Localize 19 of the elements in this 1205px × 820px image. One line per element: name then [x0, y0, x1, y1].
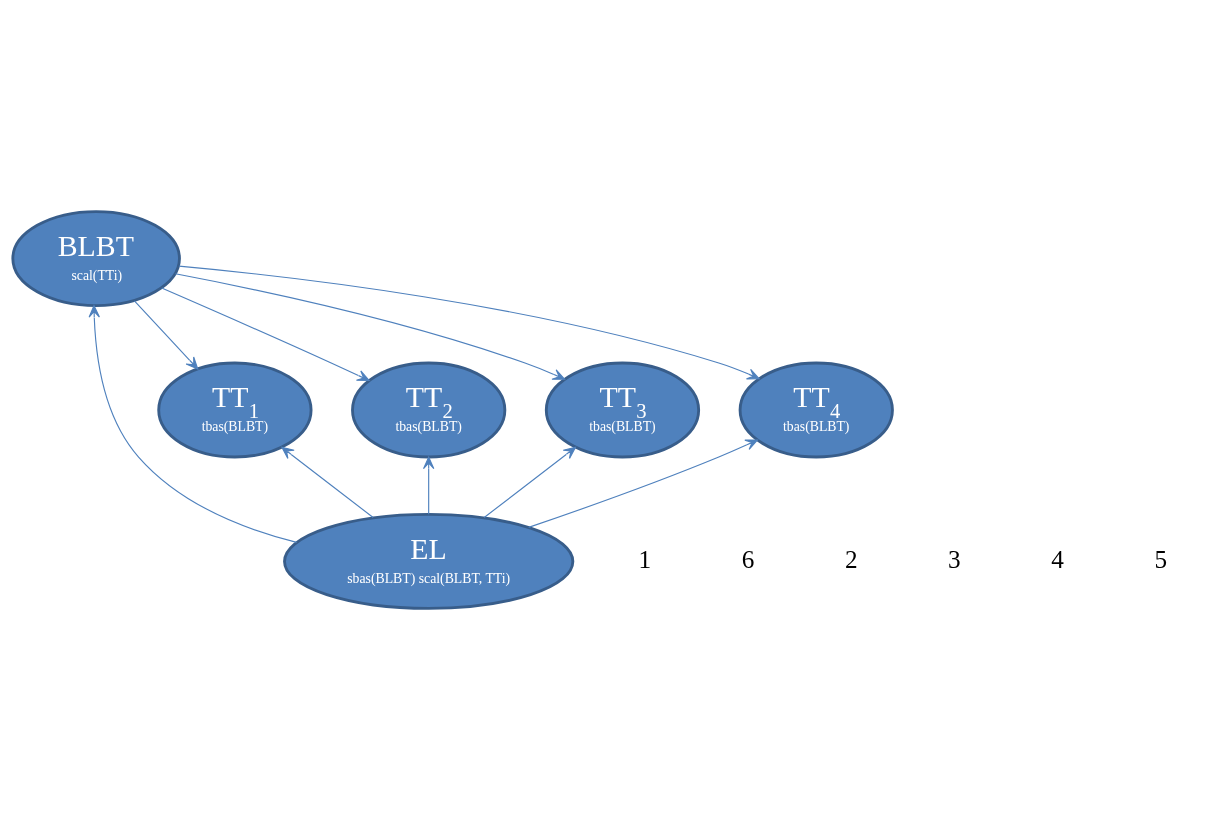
- arrow: [281, 446, 374, 519]
- node-ellipse: BLBT scal(TTi): [11, 210, 181, 308]
- label: 5: [1154, 545, 1168, 573]
- arrow: [161, 287, 370, 382]
- arrow: [528, 439, 758, 528]
- arrow: [178, 265, 760, 380]
- arrow: [174, 273, 566, 380]
- label: 3: [948, 545, 961, 573]
- arrow: [133, 300, 199, 370]
- label: 6: [741, 545, 755, 573]
- arrow: [483, 446, 577, 519]
- node-ellipse: TT$_{4}$ tbas(BLBT): [738, 361, 894, 459]
- label: 1: [638, 545, 652, 573]
- arrow: [88, 305, 298, 543]
- label: 4: [1051, 545, 1064, 573]
- node-ellipse: EL sbas(BLBT) scal(BLBT, TTi): [283, 512, 575, 610]
- node-ellipse: TT$_{2}$ tbas(BLBT): [351, 361, 507, 459]
- arrow: [422, 456, 435, 515]
- label: 2: [844, 545, 858, 573]
